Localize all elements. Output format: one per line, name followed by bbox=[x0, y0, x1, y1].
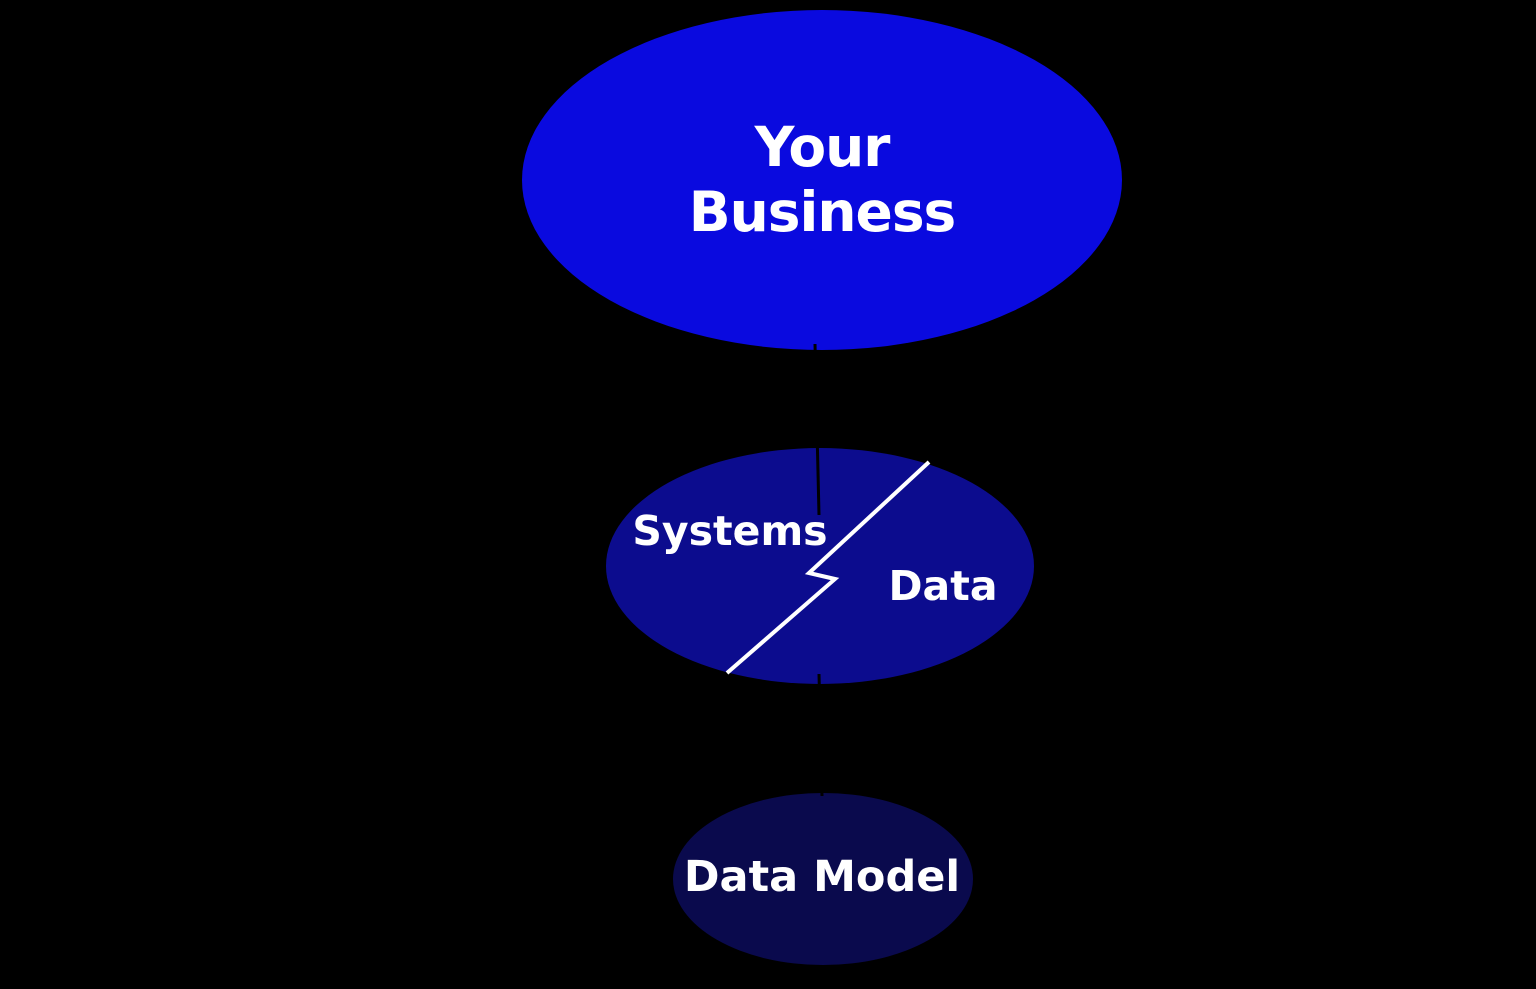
your-business-label-line1: Your bbox=[754, 115, 891, 179]
your-business-label-line2: Business bbox=[688, 180, 957, 244]
your-business-ellipse bbox=[522, 10, 1122, 350]
data-label: Data bbox=[888, 562, 998, 610]
data-model-ellipse bbox=[673, 793, 973, 965]
your-business-label: Your Business bbox=[688, 115, 957, 245]
connector-middle-bottom-line bbox=[817, 673, 824, 797]
data-model-label: Data Model bbox=[683, 852, 961, 902]
systems-label: Systems bbox=[632, 507, 828, 555]
